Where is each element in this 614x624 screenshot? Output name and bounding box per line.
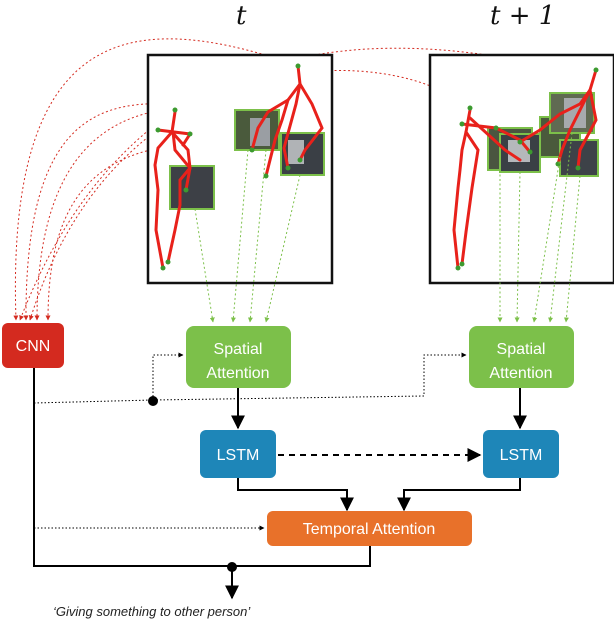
- skeleton-person-2-t: [250, 64, 324, 178]
- joints-t: [155, 63, 303, 271]
- lstm-label: LSTM: [217, 447, 260, 464]
- lstm-label: LSTM: [500, 447, 543, 464]
- temporal-attention-node: Temporal Attention: [267, 511, 472, 546]
- spatial-attention-label-2: Attention: [489, 365, 552, 382]
- junction-dot-2: [227, 562, 237, 572]
- frame-t-plus-1: [428, 53, 614, 285]
- spatial-attention-label-2: Attention: [206, 365, 269, 382]
- cnn-label: CNN: [16, 338, 51, 355]
- spatial-attention-label-1: Spatial: [497, 341, 546, 358]
- spatial-attention-node-t-plus-1: Spatial Attention: [469, 326, 574, 388]
- patches-to-spatial-arrows-t-plus-1: [497, 132, 581, 323]
- patch-group-t: [169, 109, 325, 210]
- frame-t: [146, 53, 334, 285]
- temporal-attention-label: Temporal Attention: [303, 521, 436, 538]
- connections: [33, 352, 527, 600]
- skeleton-person-1-t-plus-1: [452, 108, 532, 270]
- skeleton-person-1-t: [153, 110, 193, 270]
- time-label-t: t: [236, 1, 247, 31]
- spatial-attention-node-t: Spatial Attention: [186, 326, 291, 388]
- cnn-node: CNN: [2, 323, 64, 368]
- spatial-attention-label-1: Spatial: [214, 341, 263, 358]
- lstm-node-t-plus-1: LSTM: [483, 430, 559, 478]
- lstm-node-t: LSTM: [200, 430, 276, 478]
- joints-t-plus-1: [455, 67, 599, 271]
- patches-to-spatial-arrows-t: [194, 149, 301, 323]
- skeleton-person-2-t-plus-1: [518, 68, 598, 170]
- output-caption: ‘Giving something to other person’: [53, 604, 251, 619]
- time-label-t-plus-1: t + 1: [490, 1, 555, 31]
- junction-dot-1: [148, 396, 158, 406]
